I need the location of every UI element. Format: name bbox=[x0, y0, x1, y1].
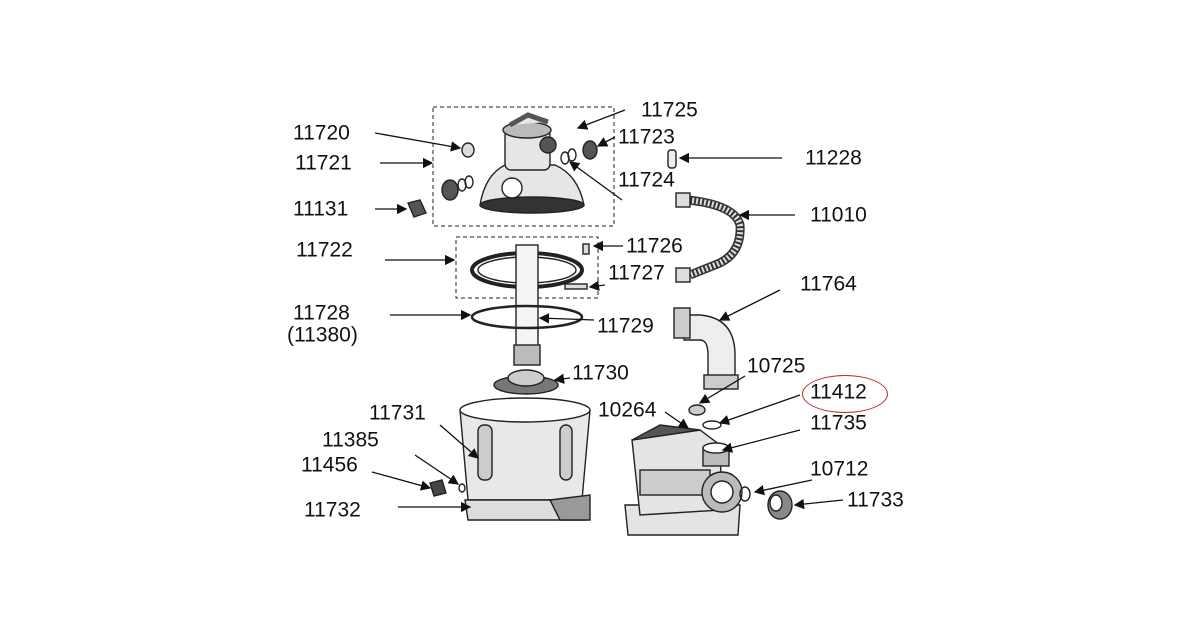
label-11735: 11735 bbox=[810, 411, 867, 435]
label-11412: 11412 bbox=[810, 380, 867, 404]
label-11456: 11456 bbox=[301, 453, 358, 477]
label-11729: 11729 bbox=[597, 314, 654, 338]
part-11723 bbox=[582, 140, 598, 160]
label-11732: 11732 bbox=[304, 498, 361, 522]
label-11764: 11764 bbox=[800, 272, 857, 296]
highlight-circle-11412 bbox=[802, 375, 888, 413]
label-11385: 11385 bbox=[322, 428, 379, 452]
part-11721 bbox=[441, 179, 459, 201]
part-11385 bbox=[458, 483, 466, 493]
part-11731-tank bbox=[459, 397, 591, 501]
part-11728 bbox=[470, 304, 584, 330]
part-11228 bbox=[667, 149, 677, 169]
label-10264: 10264 bbox=[598, 398, 657, 422]
label-11728: 11728 bbox=[293, 301, 350, 325]
label-11730: 11730 bbox=[572, 361, 629, 385]
leader-arrows bbox=[371, 109, 844, 513]
label-11726: 11726 bbox=[626, 234, 683, 258]
part-11456 bbox=[429, 479, 447, 497]
part-11412 bbox=[702, 420, 722, 430]
label-10712: 10712 bbox=[810, 457, 869, 481]
part-11729-pipe bbox=[515, 244, 539, 351]
part-11764 bbox=[683, 314, 736, 379]
label-11131: 11131 bbox=[293, 197, 349, 221]
part-11733 bbox=[767, 490, 793, 520]
label-11722: 11722 bbox=[296, 238, 353, 262]
label-11380: (11380) bbox=[287, 323, 358, 347]
part-10712 bbox=[739, 486, 751, 502]
part-11720 bbox=[461, 142, 475, 158]
label-11010: 11010 bbox=[810, 203, 867, 227]
label-11727: 11727 bbox=[608, 261, 665, 285]
label-11721: 11721 bbox=[295, 151, 352, 175]
label-11725: 11725 bbox=[641, 98, 698, 122]
multiport-valve bbox=[479, 112, 585, 214]
label-10725: 10725 bbox=[747, 354, 806, 378]
label-11720: 11720 bbox=[293, 121, 350, 145]
part-10725 bbox=[688, 404, 706, 416]
label-11724: 11724 bbox=[618, 168, 675, 192]
part-11730 bbox=[493, 369, 559, 395]
part-11131 bbox=[407, 199, 427, 218]
label-11723: 11723 bbox=[618, 125, 675, 149]
part-11732-base bbox=[464, 494, 591, 521]
label-11733: 11733 bbox=[847, 488, 904, 512]
label-11228: 11228 bbox=[805, 146, 862, 170]
label-11731: 11731 bbox=[369, 401, 426, 425]
pump-body bbox=[624, 424, 743, 536]
